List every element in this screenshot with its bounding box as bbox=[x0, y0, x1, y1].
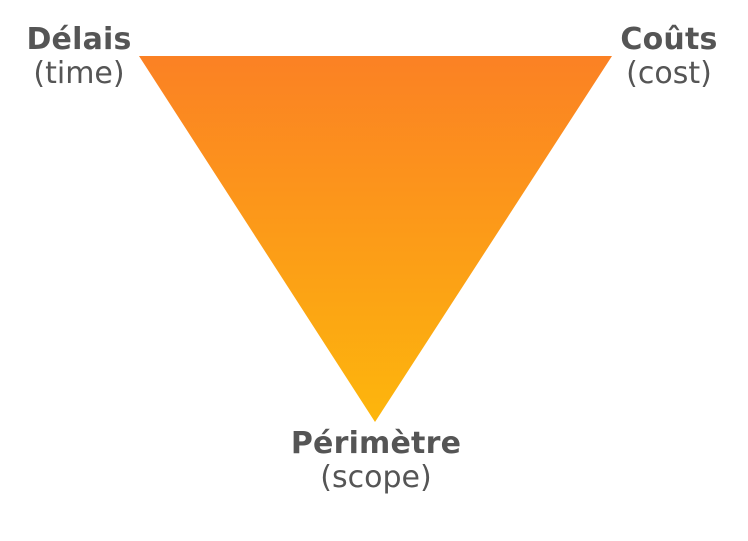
vertex-label-scope: Périmètre (scope) bbox=[278, 428, 474, 493]
vertex-title-time: Délais bbox=[26, 22, 132, 57]
vertex-subtitle-scope: (scope) bbox=[320, 459, 432, 495]
vertex-title-scope: Périmètre bbox=[290, 426, 462, 461]
vertex-title-cost: Coûts bbox=[620, 22, 718, 57]
vertex-label-cost: Coûts (cost) bbox=[604, 24, 734, 89]
vertex-label-time: Délais (time) bbox=[14, 24, 144, 89]
vertex-subtitle-time: (time) bbox=[33, 55, 125, 91]
vertex-subtitle-cost: (cost) bbox=[626, 55, 712, 91]
inverted-triangle bbox=[139, 56, 612, 422]
